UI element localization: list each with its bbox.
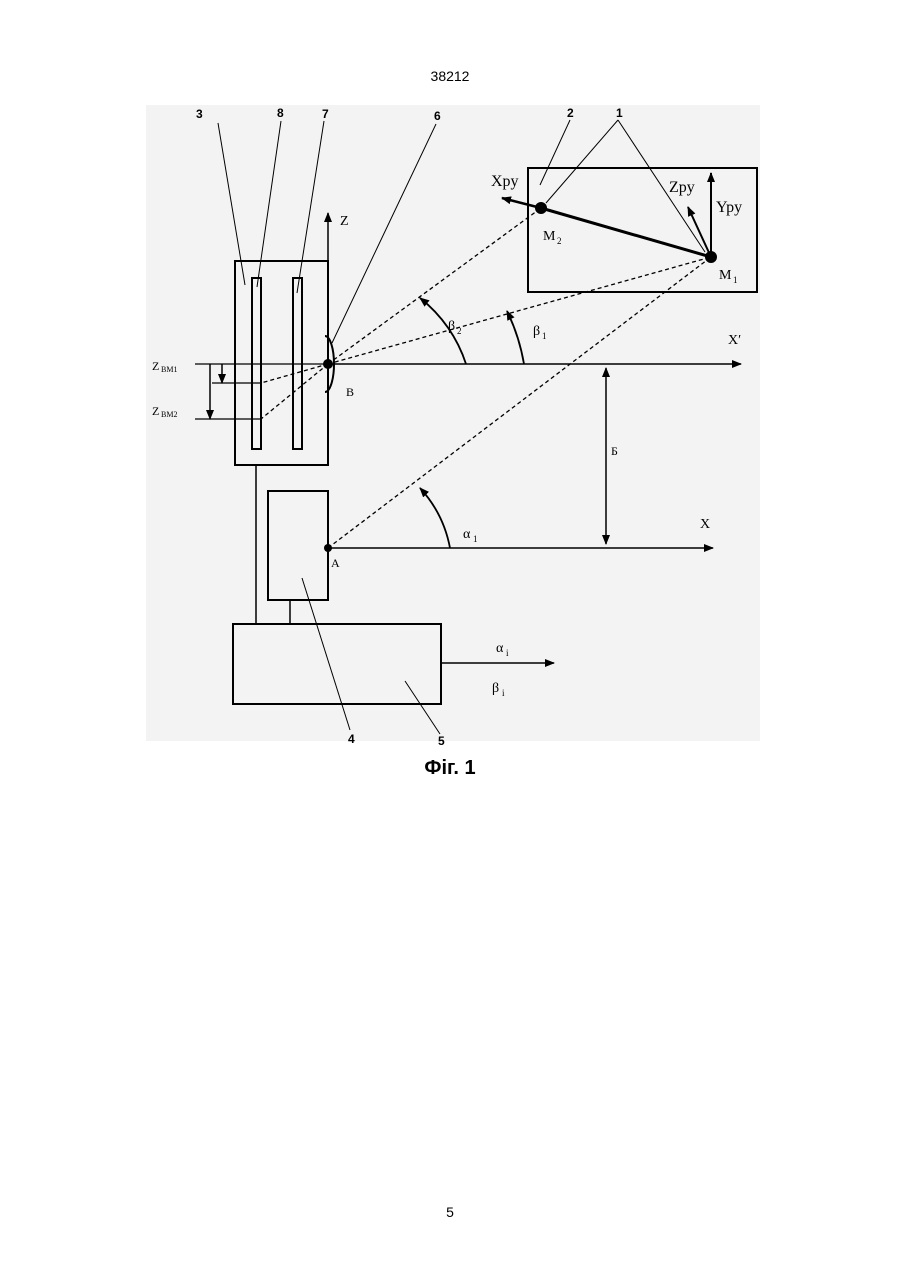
m2-label: M (543, 229, 556, 244)
callout-5: 5 (438, 734, 445, 748)
m2-label-sub: 2 (557, 236, 562, 246)
x-axis-label: X (700, 517, 710, 532)
callout-8: 8 (277, 106, 284, 120)
callout-3: 3 (196, 107, 203, 121)
xpy-label: Xpy (491, 173, 519, 190)
callout-1: 1 (616, 106, 623, 120)
point-b-label: B (346, 385, 354, 399)
ypy-label: Ypy (716, 199, 742, 216)
m1-label-sub: 1 (733, 275, 738, 285)
callout-4: 4 (348, 732, 355, 746)
output-beta-label: β (492, 681, 499, 696)
x-prime-axis-label: X′ (728, 333, 741, 348)
m1-label: M (719, 268, 732, 283)
alpha1-label-sub: 1 (473, 534, 478, 544)
point-a-label: A (331, 556, 340, 570)
figure-caption: Фіг. 1 (0, 757, 900, 780)
figure-background (146, 105, 760, 741)
zbm2-label-sub: BM2 (161, 410, 177, 419)
figure-1-diagram: 3 8 7 6 2 1 4 5 Z X′ X Xpy Ypy Zpy M 2 M… (0, 0, 900, 760)
output-alpha-label: α (496, 641, 504, 656)
beta2-label-sub: 2 (457, 326, 462, 336)
zbm1-label: Z (152, 359, 159, 373)
callout-6: 6 (434, 109, 441, 123)
base-label: Б (611, 444, 618, 458)
zpy-label: Zpy (669, 179, 695, 196)
beta1-label-sub: 1 (542, 331, 547, 341)
alpha1-label: α (463, 527, 471, 542)
zbm1-label-sub: BM1 (161, 365, 177, 374)
callout-7: 7 (322, 107, 329, 121)
page-number: 5 (0, 1204, 900, 1220)
zbm2-label: Z (152, 404, 159, 418)
callout-2: 2 (567, 106, 574, 120)
z-axis-label: Z (340, 214, 349, 229)
beta2-label: β (448, 319, 455, 334)
beta1-label: β (533, 324, 540, 339)
